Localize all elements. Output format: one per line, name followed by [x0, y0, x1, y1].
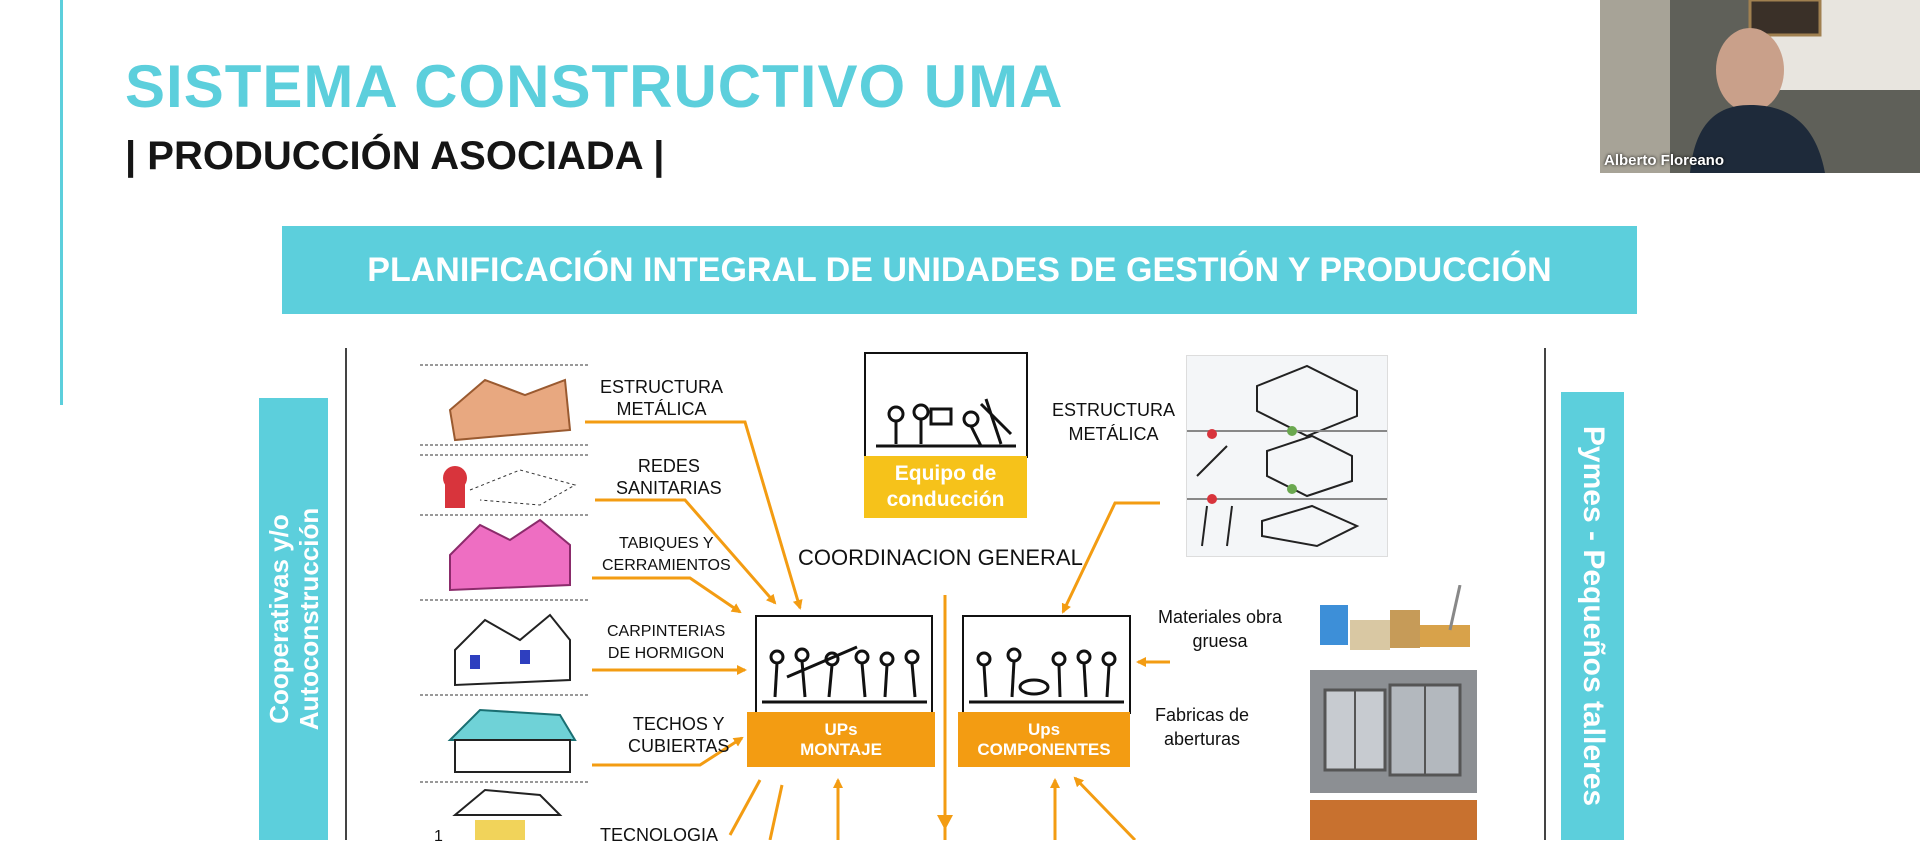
- steel-structure-diagram-image: [1186, 355, 1388, 557]
- montaje-workers-sketch-icon: [755, 615, 933, 714]
- house-sketch-structure-icon: [420, 364, 590, 446]
- left-label-estructura-line2: METÁLICA: [616, 399, 707, 419]
- left-label-tecnologia: TECNOLOGIA: [600, 825, 719, 845]
- left-label-tabiques-line2: CERRAMIENTOS: [602, 557, 731, 574]
- left-label-techos-line1: TECHOS Y: [632, 714, 725, 734]
- house-sketch-roof-icon: [420, 708, 590, 783]
- house-sketch-sanitary-icon: [420, 454, 590, 516]
- participant-name-label: Alberto Floreano: [1604, 152, 1725, 169]
- left-label-tabiques: TABIQUES Y CERRAMIENTOS: [602, 533, 731, 577]
- ups-montaje-line1: UPs: [824, 719, 858, 739]
- left-label-techos-line2: CUBIERTAS: [628, 736, 730, 756]
- equipo-conduccion-box: Equipo de conducción: [864, 456, 1027, 518]
- participant-video-tile[interactable]: Alberto Floreano: [1600, 0, 1920, 173]
- ups-componentes-line1: Ups: [1027, 719, 1061, 739]
- left-label-redes-line1: REDES: [637, 456, 700, 476]
- slide-title: SISTEMA CONSTRUCTIVO UMA: [125, 53, 1064, 120]
- componentes-workers-sketch-icon: [962, 615, 1131, 714]
- section-banner: PLANIFICACIÓN INTEGRAL DE UNIDADES DE GE…: [282, 226, 1637, 314]
- left-label-estructura: ESTRUCTURA METÁLICA: [600, 376, 723, 420]
- right-label-materiales: Materiales obra gruesa: [1158, 605, 1282, 653]
- left-label-redes-line2: SANITARIAS: [616, 478, 722, 498]
- right-label-fabricas-line2: aberturas: [1164, 729, 1241, 749]
- right-sidebar: Pymes - Pequeños talleres: [1561, 392, 1624, 840]
- right-label-estructura: ESTRUCTURA METÁLICA: [1052, 398, 1175, 446]
- ups-componentes-box: Ups COMPONENTES: [958, 712, 1130, 767]
- team-sketch-icon: [864, 352, 1028, 458]
- right-label-fabricas-line1: Fabricas de: [1155, 705, 1250, 725]
- left-label-estructura-line1: ESTRUCTURA: [600, 377, 724, 397]
- right-label-materiales-line2: gruesa: [1192, 631, 1248, 651]
- ups-montaje-line2: MONTAJE: [800, 739, 882, 759]
- ups-componentes-line2: COMPONENTES: [977, 739, 1111, 759]
- left-label-carpinterias-line1: CARPINTERIAS: [607, 623, 726, 640]
- house-sketch-carpentry-icon: [420, 613, 590, 696]
- construction-materials-image: [1310, 585, 1478, 663]
- diagram-left-border: [345, 348, 347, 840]
- right-label-fabricas: Fabricas de aberturas: [1155, 703, 1249, 751]
- left-label-techos: TECHOS Y CUBIERTAS: [628, 713, 729, 757]
- left-label-carpinterias-line2: DE HORMIGON: [607, 645, 725, 662]
- right-label-estructura-line2: METÁLICA: [1068, 424, 1159, 444]
- right-label-materiales-line1: Materiales obra: [1158, 607, 1283, 627]
- left-label-carpinterias: CARPINTERIAS DE HORMIGON: [607, 621, 725, 665]
- equipo-line2: conducción: [886, 488, 1005, 511]
- left-sidebar: Cooperativas y/o Autoconstrucción: [259, 398, 328, 840]
- left-label-redes: REDES SANITARIAS: [616, 455, 722, 499]
- copper-pipes-image: [1310, 800, 1477, 840]
- accent-line: [60, 0, 63, 405]
- left-label-tabiques-line1: TABIQUES Y: [619, 535, 714, 552]
- diagram-right-border: [1544, 348, 1546, 840]
- window-factory-image: [1310, 670, 1477, 793]
- coordinacion-general: COORDINACION GENERAL: [798, 545, 1083, 570]
- small-number: 1: [434, 828, 443, 845]
- right-label-estructura-line1: ESTRUCTURA: [1052, 400, 1176, 420]
- participant-video-image: [1600, 0, 1920, 173]
- equipo-line1: Equipo de: [894, 462, 997, 485]
- house-sketch-technology-icon: [452, 788, 563, 840]
- house-sketch-walls-icon: [420, 518, 590, 601]
- slide-subtitle: | PRODUCCIÓN ASOCIADA |: [125, 134, 665, 178]
- ups-montaje-box: UPs MONTAJE: [747, 712, 935, 767]
